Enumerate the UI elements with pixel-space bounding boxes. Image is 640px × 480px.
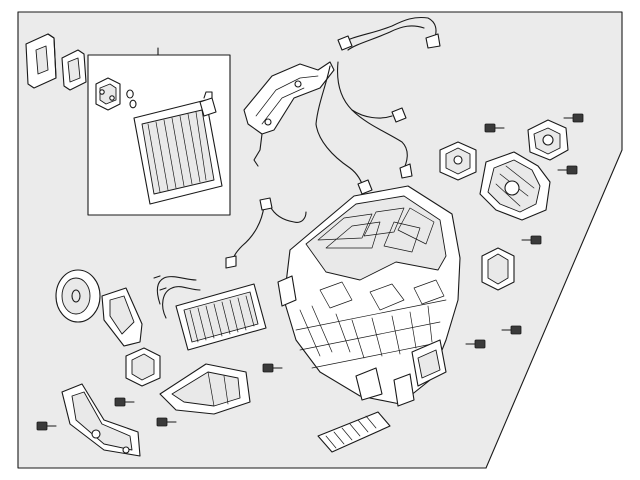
actuator-lower-left: [125, 347, 161, 387]
expansion-valve: [95, 77, 121, 111]
blower-motor: [479, 151, 551, 221]
cabin-filter: [317, 411, 391, 453]
screws: [36, 113, 584, 431]
evaporator-core: [133, 91, 223, 205]
duct-bracket: [101, 287, 143, 347]
actuator-small: [481, 247, 515, 291]
small-wire: [225, 197, 307, 269]
heater-core: [153, 275, 267, 351]
lower-bracket: [61, 383, 141, 457]
actuator-motor-right: [527, 119, 569, 161]
cover-plate: [55, 269, 101, 323]
seal-ring: [61, 49, 87, 91]
wire-harness: [315, 16, 441, 195]
o-rings: [126, 89, 137, 109]
hvac-case-assembly: [277, 185, 461, 407]
actuator-motor-left: [439, 141, 477, 181]
seal-foam: [25, 33, 57, 89]
duct: [159, 363, 251, 415]
